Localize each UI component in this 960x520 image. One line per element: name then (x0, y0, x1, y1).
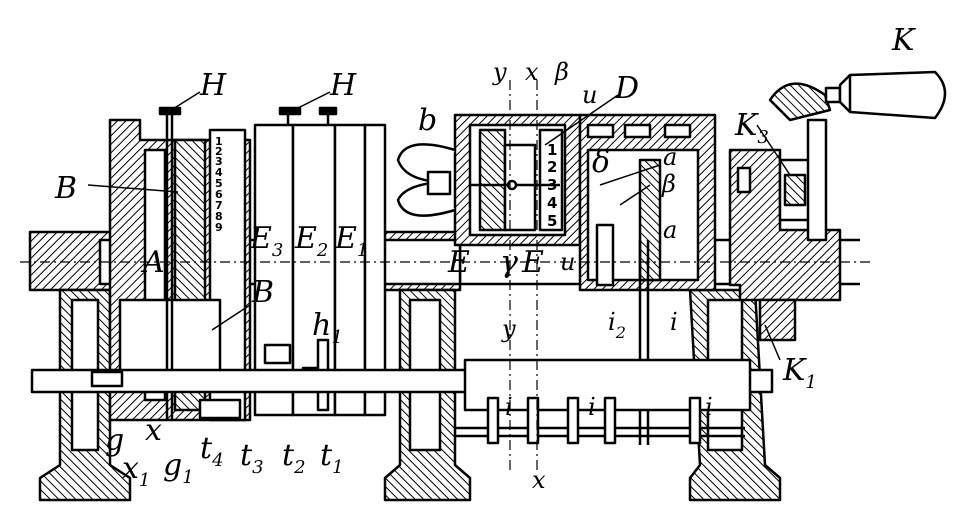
lower-shaft (30, 358, 774, 445)
label-h1: h1 (312, 308, 343, 348)
setting-digits: 1 2 3 4 5 6 7 8 9 (215, 135, 223, 234)
leader-lines (87, 91, 791, 361)
digit-5: 5 (215, 177, 223, 190)
counter-digit-1: 1 (547, 141, 557, 159)
digit-2: 2 (215, 145, 223, 158)
label-D: D (614, 71, 639, 106)
label-t1: t1 (320, 438, 344, 478)
label-y-low: y (501, 315, 516, 343)
digit-6: 6 (215, 188, 223, 201)
digit-3: 3 (215, 155, 223, 168)
label-i-carrier-2: i (588, 393, 596, 421)
label-B-top: B (54, 171, 77, 206)
label-i-carrier-1: i (505, 393, 513, 421)
label-E3: E3 (249, 221, 283, 261)
label-K3: K3 (734, 108, 769, 148)
label-a-upper: a (663, 143, 677, 171)
counter-digit-3: 3 (547, 176, 557, 194)
label-E-shaft: E (447, 245, 470, 280)
digit-7: 7 (215, 199, 223, 212)
label-delta: δ (592, 145, 610, 180)
counter-housing (396, 113, 582, 247)
label-gamma: γ (500, 245, 518, 280)
label-i-carrier-3: i (705, 393, 713, 421)
label-i-right: i (670, 308, 678, 336)
counter-digit-2: 2 (547, 158, 557, 176)
counter-digit-4: 4 (547, 194, 557, 212)
label-B-mid: B (251, 275, 274, 310)
label-x-bottom-left: x (145, 413, 162, 448)
label-i2: i2 (608, 308, 626, 342)
counter-digits: 1 2 3 4 5 (547, 141, 557, 230)
label-t4: t4 (200, 431, 224, 471)
section-lines (20, 80, 870, 470)
label-y-top: y (492, 58, 507, 86)
label-E1: E1 (334, 221, 368, 261)
label-beta-right: β (661, 170, 676, 198)
label-E-second: E (521, 245, 544, 280)
label-H-mid: H (329, 68, 357, 103)
label-t3: t3 (240, 438, 264, 478)
label-K1: K1 (782, 353, 817, 393)
label-b: b (418, 103, 437, 138)
label-a-lower: a (663, 216, 677, 244)
label-A: A (140, 245, 165, 280)
label-u-top: u (582, 81, 597, 109)
label-x-bottom: x (532, 466, 546, 494)
label-g: g (105, 423, 124, 458)
crank-assembly (728, 70, 947, 342)
label-beta-top: β (554, 58, 569, 86)
label-x1: x1 (122, 451, 150, 491)
reference-labels: K H H b y x β u D K3 B A B E3 E2 E1 E γ … (54, 23, 916, 494)
counter-digit-5: 5 (547, 212, 557, 230)
label-t2: t2 (282, 438, 306, 478)
stepped-discs (253, 106, 387, 417)
carriage-slots (578, 113, 717, 445)
label-H-left: H (199, 68, 227, 103)
digit-1: 1 (215, 135, 223, 148)
digit-9: 9 (215, 221, 223, 234)
label-x-top: x (525, 58, 539, 86)
label-u-low: u (560, 248, 575, 276)
label-K: K (891, 23, 916, 58)
digit-4: 4 (215, 166, 223, 179)
digit-8: 8 (215, 210, 223, 223)
label-E2: E2 (294, 221, 328, 261)
label-g1: g1 (163, 448, 194, 488)
